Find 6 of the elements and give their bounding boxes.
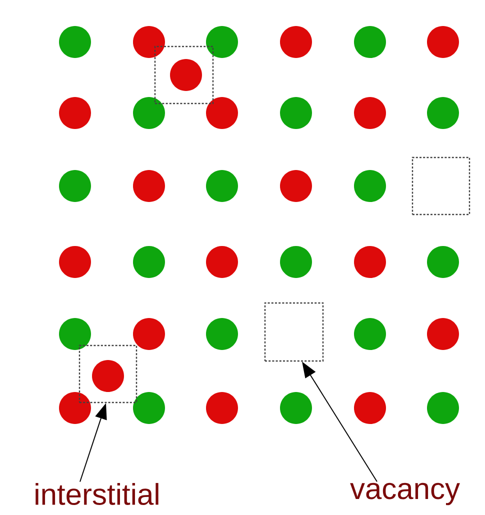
interstitial-box — [78, 344, 138, 404]
interstitial-box — [154, 46, 214, 104]
vacancy-box — [412, 156, 470, 216]
vacancy-box — [264, 302, 324, 362]
label-text: vacancy — [350, 482, 460, 506]
label-text: interstitial — [36, 482, 158, 506]
